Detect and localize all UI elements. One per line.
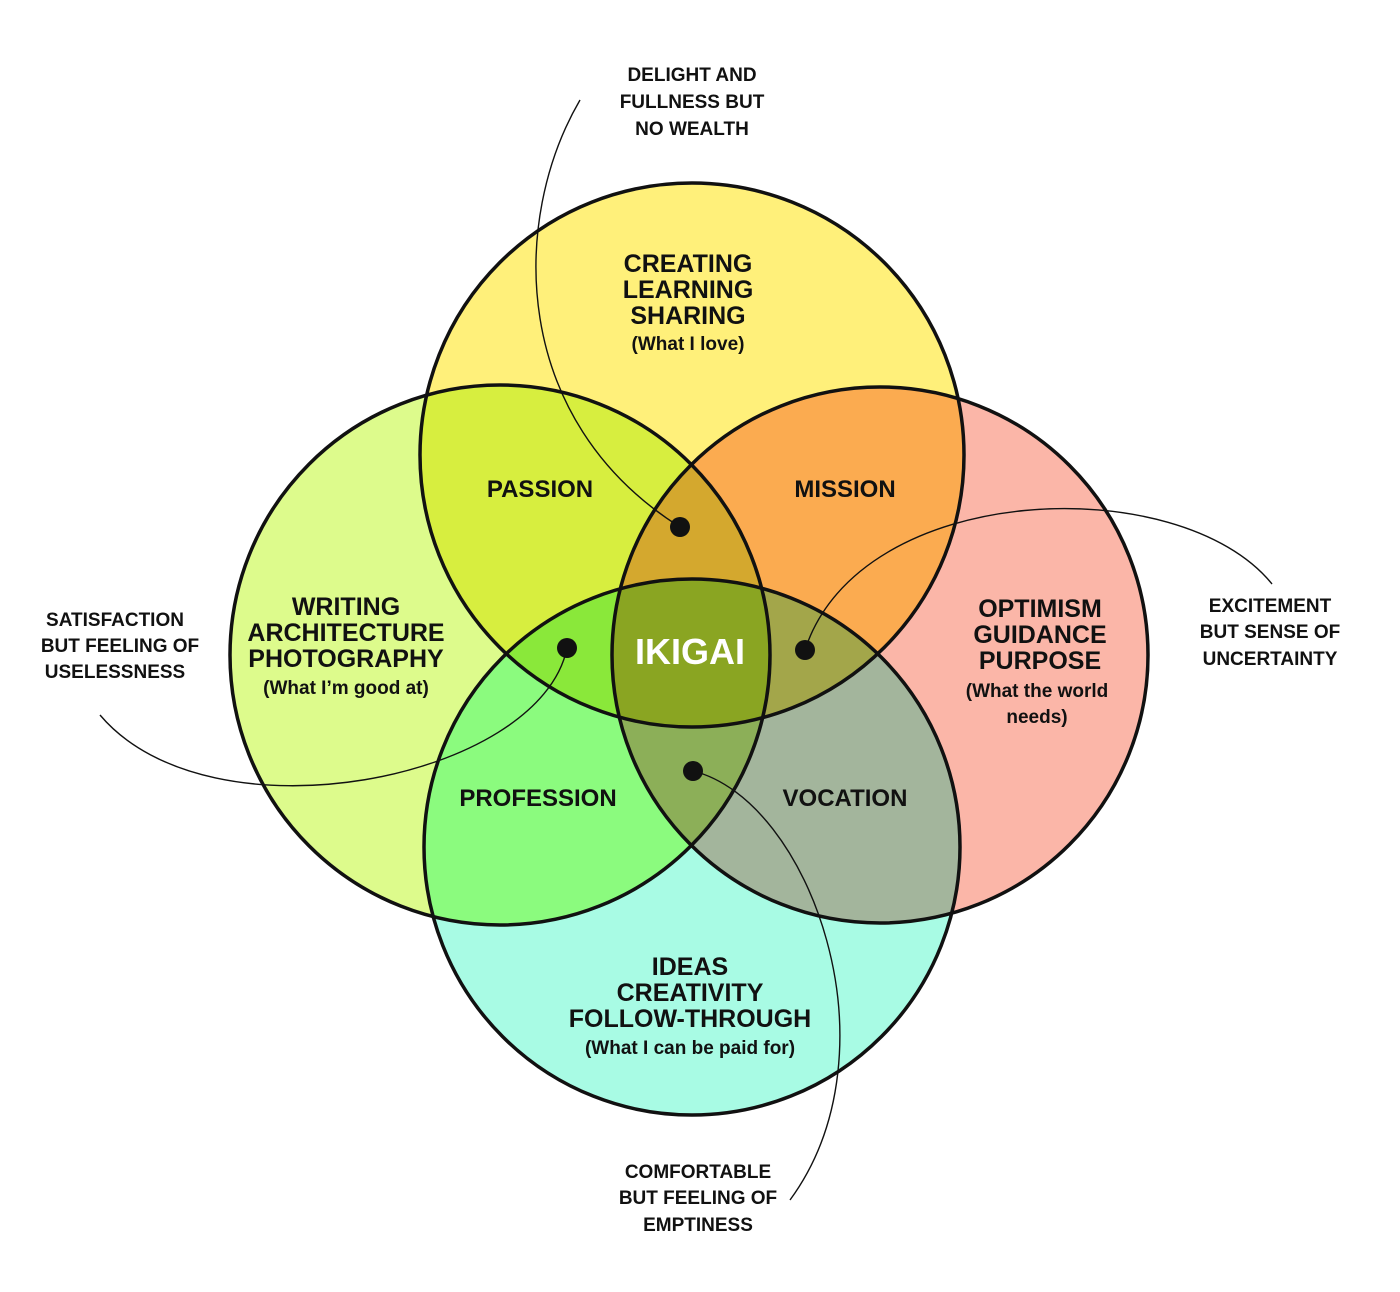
good-at-line-2: ARCHITECTURE: [247, 619, 444, 647]
love-line-2: LEARNING: [623, 276, 754, 304]
paid-for-line-2: CREATIVITY: [617, 979, 764, 1007]
note-top-line-3: NO WEALTH: [635, 119, 749, 140]
paid-for-line-3: FOLLOW-THROUGH: [569, 1005, 812, 1033]
leader-line-left: [99, 647, 568, 787]
love-line-1: CREATING: [624, 250, 753, 278]
needs-line-2: GUIDANCE: [973, 621, 1106, 649]
note-left-line-1: SATISFACTION: [46, 610, 184, 631]
note-bottom-line-1: COMFORTABLE: [625, 1162, 771, 1183]
paid-for-line-1: IDEAS: [652, 953, 728, 981]
love-subtitle: (What I love): [632, 334, 745, 355]
leader-line-right: [804, 507, 1273, 651]
leader-line-top: [535, 99, 681, 528]
note-top-line-1: DELIGHT AND: [627, 65, 756, 86]
center-ikigai: IKIGAI: [635, 631, 745, 672]
zone-mission: MISSION: [794, 476, 895, 503]
leader-line-bottom: [692, 770, 841, 1201]
note-bottom-line-2: BUT FEELING OF: [619, 1188, 777, 1209]
note-left-line-3: USELESSNESS: [45, 662, 185, 683]
needs-subtitle-line-2: needs): [1006, 707, 1067, 728]
needs-line-1: OPTIMISM: [978, 595, 1102, 623]
note-right-line-3: UNCERTAINTY: [1203, 649, 1338, 670]
dot-delight: [670, 517, 690, 537]
dot-satisfaction: [557, 638, 577, 658]
good-at-line-1: WRITING: [292, 593, 400, 621]
outline-needs: [610, 385, 1150, 925]
note-left-line-2: BUT FEELING OF: [41, 636, 199, 657]
needs-subtitle-line-1: (What the world: [966, 681, 1108, 702]
dot-excitement: [795, 640, 815, 660]
outline-good-at: [228, 383, 772, 927]
outline-love: [418, 181, 966, 729]
dot-comfortable: [683, 761, 703, 781]
note-top-line-2: FULLNESS BUT: [620, 92, 765, 113]
zone-passion: PASSION: [487, 476, 593, 503]
note-right-line-2: BUT SENSE OF: [1200, 622, 1340, 643]
good-at-line-3: PHOTOGRAPHY: [248, 645, 444, 673]
zone-profession: PROFESSION: [459, 785, 616, 812]
love-line-3: SHARING: [630, 302, 745, 330]
paid-for-subtitle: (What I can be paid for): [585, 1038, 795, 1059]
note-bottom-line-3: EMPTINESS: [643, 1215, 753, 1236]
note-right-line-1: EXCITEMENT: [1209, 596, 1332, 617]
outline-paid-for: [422, 577, 962, 1117]
zone-vocation: VOCATION: [783, 785, 908, 812]
good-at-subtitle: (What I’m good at): [263, 678, 429, 699]
needs-line-3: PURPOSE: [979, 647, 1101, 675]
